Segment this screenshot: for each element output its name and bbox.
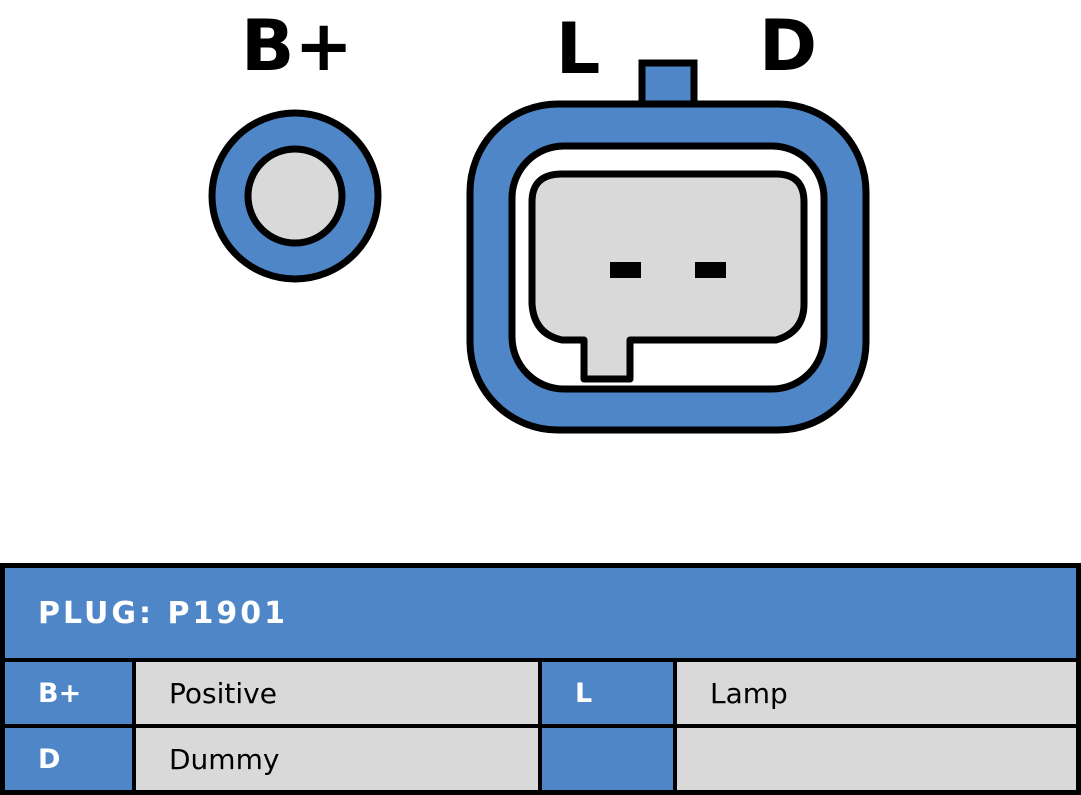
plug-table-title: PLUG: P1901: [5, 568, 1076, 658]
pin-key-d: D: [5, 728, 132, 790]
pin-desc-empty: [677, 728, 1076, 790]
terminal-b-plus-label: B+: [241, 5, 353, 87]
pin-desc-positive: Positive: [136, 662, 538, 724]
plug-pinout-table: PLUG: P1901 B+ Positive L Lamp D Dummy: [0, 563, 1081, 795]
pin-key-l: L: [542, 662, 673, 724]
connector-gray-insert: [528, 170, 808, 383]
pin-key-b-plus: B+: [5, 662, 132, 724]
pin-desc-dummy: Dummy: [136, 728, 538, 790]
b-plus-terminal: [208, 109, 382, 283]
plug-connector: [466, 59, 870, 434]
pin-key-empty: [542, 728, 673, 790]
pin-l: [610, 262, 641, 278]
connector-diagram-svg: B+ L D: [208, 5, 870, 434]
pin-d: [695, 262, 726, 278]
terminal-inner-hole: [244, 145, 346, 247]
pin-d-label: D: [759, 5, 817, 87]
connector-diagram: B+ L D: [208, 5, 870, 434]
pin-l-label: L: [556, 8, 601, 90]
pin-desc-lamp: Lamp: [677, 662, 1076, 724]
